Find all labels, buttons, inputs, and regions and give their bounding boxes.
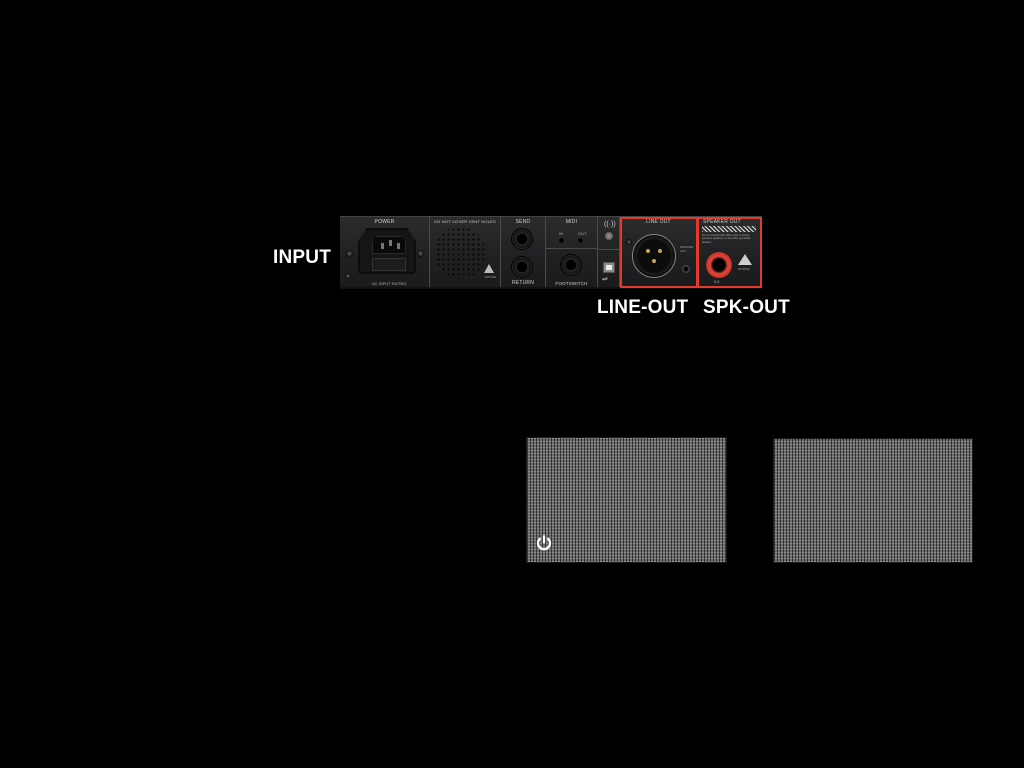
divider xyxy=(546,248,597,249)
screw-icon xyxy=(345,273,351,279)
speaker-grille-left xyxy=(526,437,727,563)
xlr-pin xyxy=(652,259,656,263)
xlr-pin xyxy=(658,249,662,253)
power-icon[interactable] xyxy=(535,534,553,552)
socket-pin xyxy=(381,243,384,249)
midi-title: MIDI xyxy=(565,219,578,225)
power-socket xyxy=(372,236,406,254)
return-jack[interactable] xyxy=(511,256,533,278)
speaker-warning-text: NOTICE xyxy=(738,267,750,271)
speaker-out-label: SPK-OUT xyxy=(703,297,790,318)
speaker-grille-right xyxy=(773,438,973,563)
power-rating-text: AC INPUT RATING xyxy=(372,281,407,286)
usb-port[interactable] xyxy=(603,262,615,273)
socket-pin xyxy=(389,240,392,246)
return-label: RETURN xyxy=(511,280,535,286)
vent-section: DO NOT COVER VENT HOLES NOTICE xyxy=(430,217,501,287)
footswitch-jack[interactable] xyxy=(560,254,582,276)
divider xyxy=(598,249,619,250)
vent-holes xyxy=(436,227,484,279)
midi-in-jack[interactable] xyxy=(558,237,565,244)
xlr-pin xyxy=(646,249,650,253)
speaker-out-title: SPEAKER OUT xyxy=(703,219,741,225)
screw-icon xyxy=(626,239,632,245)
midi-in-label: IN xyxy=(559,231,563,236)
midi-section: MIDI IN OUT FOOTSWITCH xyxy=(546,217,598,287)
speaker-out-jack[interactable] xyxy=(706,252,732,278)
input-label: INPUT xyxy=(273,247,331,268)
send-label: SEND xyxy=(515,219,531,225)
speaker-out-section: SPEAKER OUT Do not connect with office u… xyxy=(697,217,762,287)
speaker-out-note: Do not connect with office units, to box… xyxy=(702,234,751,244)
power-title: POWER xyxy=(374,219,395,225)
send-jack[interactable] xyxy=(511,228,533,250)
line-out-label: LINE-OUT xyxy=(597,297,689,318)
usb-icon: ⇌ xyxy=(602,276,608,283)
warning-icon xyxy=(738,254,752,265)
midi-out-label: OUT xyxy=(578,231,587,236)
socket-pin xyxy=(397,243,400,249)
usb-section: ((·)) ⇌ xyxy=(598,217,620,287)
fuse-drawer xyxy=(372,258,406,271)
ground-lift-label: GROUND LIFT xyxy=(680,245,694,253)
power-section: POWER AC INPUT RATING xyxy=(340,217,430,287)
footswitch-label: FOOTSWITCH xyxy=(555,281,588,286)
warning-icon xyxy=(484,264,494,273)
hatch-pattern xyxy=(702,226,756,232)
impedance-label: 8 Ω xyxy=(714,280,720,284)
vent-title: DO NOT COVER VENT HOLES xyxy=(434,219,496,224)
xlr-line-out-jack[interactable] xyxy=(632,234,676,278)
vent-warning-text: NOTICE xyxy=(484,275,496,279)
line-out-title: LINE OUT xyxy=(646,219,671,225)
wireless-button[interactable] xyxy=(605,232,613,240)
midi-out-jack[interactable] xyxy=(577,237,584,244)
amp-rear-panel: POWER AC INPUT RATING DO NOT COVER VENT … xyxy=(340,216,762,289)
fx-loop-section: SEND RETURN xyxy=(501,217,546,287)
wireless-icon: ((·)) xyxy=(604,221,616,228)
line-out-section: LINE OUT GROUND LIFT xyxy=(620,217,697,287)
ground-lift-switch[interactable] xyxy=(682,265,690,273)
iec-power-inlet[interactable] xyxy=(358,228,416,274)
screw-icon xyxy=(417,250,424,257)
screw-icon xyxy=(346,250,353,257)
